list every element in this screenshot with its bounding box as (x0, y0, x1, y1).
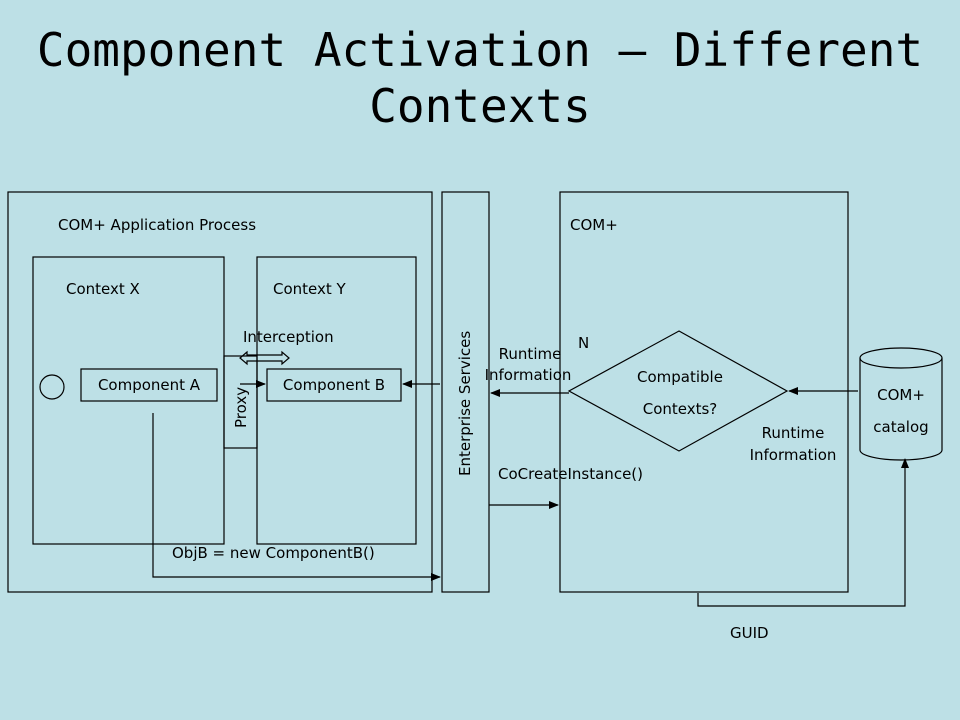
contexts-question-label: Contexts? (642, 400, 718, 418)
guid-arrow (697, 458, 909, 607)
interception-label: Interception (243, 328, 334, 346)
enterprise-services-box (441, 191, 490, 593)
compatible-label: Compatible (637, 368, 723, 386)
interception-double-arrow (239, 350, 290, 366)
runtime-info-left-line1: Runtime (498, 345, 562, 363)
component-a-box (80, 368, 218, 402)
slide-title: Component Activation – Different Context… (0, 22, 960, 134)
component-a-label: Component A (97, 376, 201, 394)
context-y-label: Context Y (273, 280, 346, 298)
app-process-label: COM+ Application Process (58, 216, 257, 234)
title-line-1: Component Activation – Different (36, 23, 924, 77)
app-process-box (7, 191, 433, 593)
objb-label: ObjB = new ComponentB() (172, 544, 375, 562)
runtime-info-left-line2: Information (484, 366, 572, 384)
cocreate-label: CoCreateInstance() (498, 465, 643, 483)
catalog-label-line1: COM+ (877, 386, 925, 404)
catalog-cylinder-top (859, 347, 943, 369)
proxy-label: Proxy (232, 386, 250, 428)
complus-label: COM+ (570, 216, 618, 234)
decision-no-label: N (578, 334, 590, 352)
context-x-label: Context X (66, 280, 140, 298)
title-line-2: Contexts (369, 79, 591, 133)
objb-arrow (152, 413, 441, 581)
guid-label: GUID (730, 624, 769, 642)
compatible-decision (567, 330, 789, 452)
runtime-info-right-line2: Information (749, 446, 837, 464)
client-node (39, 374, 65, 400)
catalog-label-line2: catalog (873, 418, 929, 436)
proxy-box (223, 355, 258, 449)
catalog-cylinder (859, 358, 943, 461)
runtime-info-right-line1: Runtime (761, 424, 825, 442)
complus-box (559, 191, 849, 593)
component-b-label: Component B (282, 376, 386, 394)
component-b-box (266, 368, 402, 402)
